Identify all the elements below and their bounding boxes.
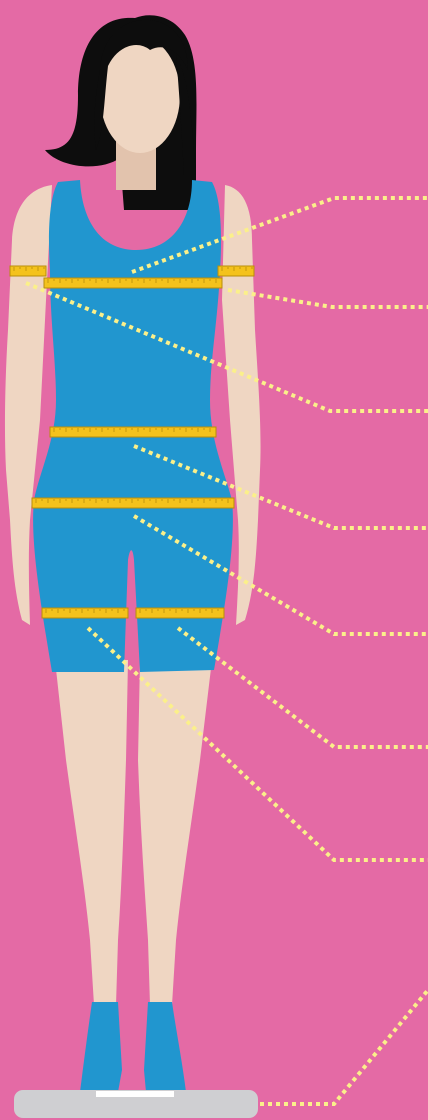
upper-arm-tape-left	[10, 266, 46, 276]
thigh-tape-right	[136, 608, 224, 618]
thigh-tape-left	[42, 608, 128, 618]
bust-tape	[44, 278, 222, 288]
outfit-bodysuit	[33, 180, 233, 672]
guide-line-weight	[260, 990, 428, 1104]
upper-arm-tape-right	[218, 266, 254, 276]
scale-display	[96, 1091, 174, 1097]
waist-tape	[50, 427, 216, 437]
leg-left	[55, 660, 128, 1005]
shoe-right	[144, 1002, 186, 1092]
shoe-left	[80, 1002, 122, 1092]
guide-line-underbust	[228, 290, 428, 307]
